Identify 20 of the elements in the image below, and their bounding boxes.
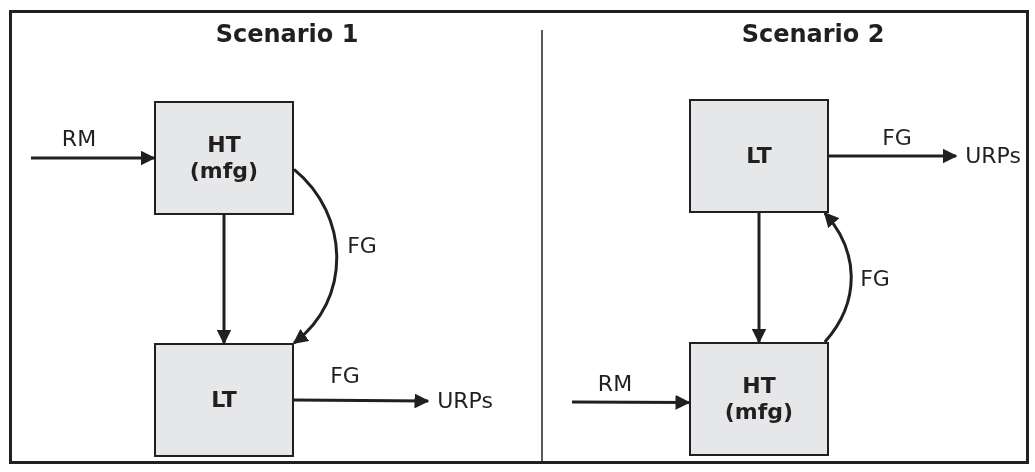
box-label: LT — [211, 386, 237, 414]
box-label: LT — [746, 142, 772, 170]
arrow — [216, 215, 232, 345]
arrow — [292, 168, 339, 345]
process-box — [154, 343, 294, 457]
box-label: HT (mfg) — [188, 131, 260, 185]
output-label: URPs — [428, 386, 502, 416]
arrow — [294, 393, 430, 409]
process-box — [689, 99, 829, 213]
process-box — [689, 342, 829, 456]
arrow — [829, 148, 958, 164]
arrow — [751, 213, 767, 344]
scenario-heading: Scenario 1 — [215, 20, 359, 48]
arrow — [572, 394, 691, 410]
box-label: HT (mfg) — [723, 372, 795, 426]
process-box — [154, 101, 294, 215]
output-label: URPs — [956, 141, 1030, 171]
arrow — [31, 150, 156, 166]
scenario-heading: Scenario 2 — [741, 20, 885, 48]
arrow — [823, 211, 853, 343]
